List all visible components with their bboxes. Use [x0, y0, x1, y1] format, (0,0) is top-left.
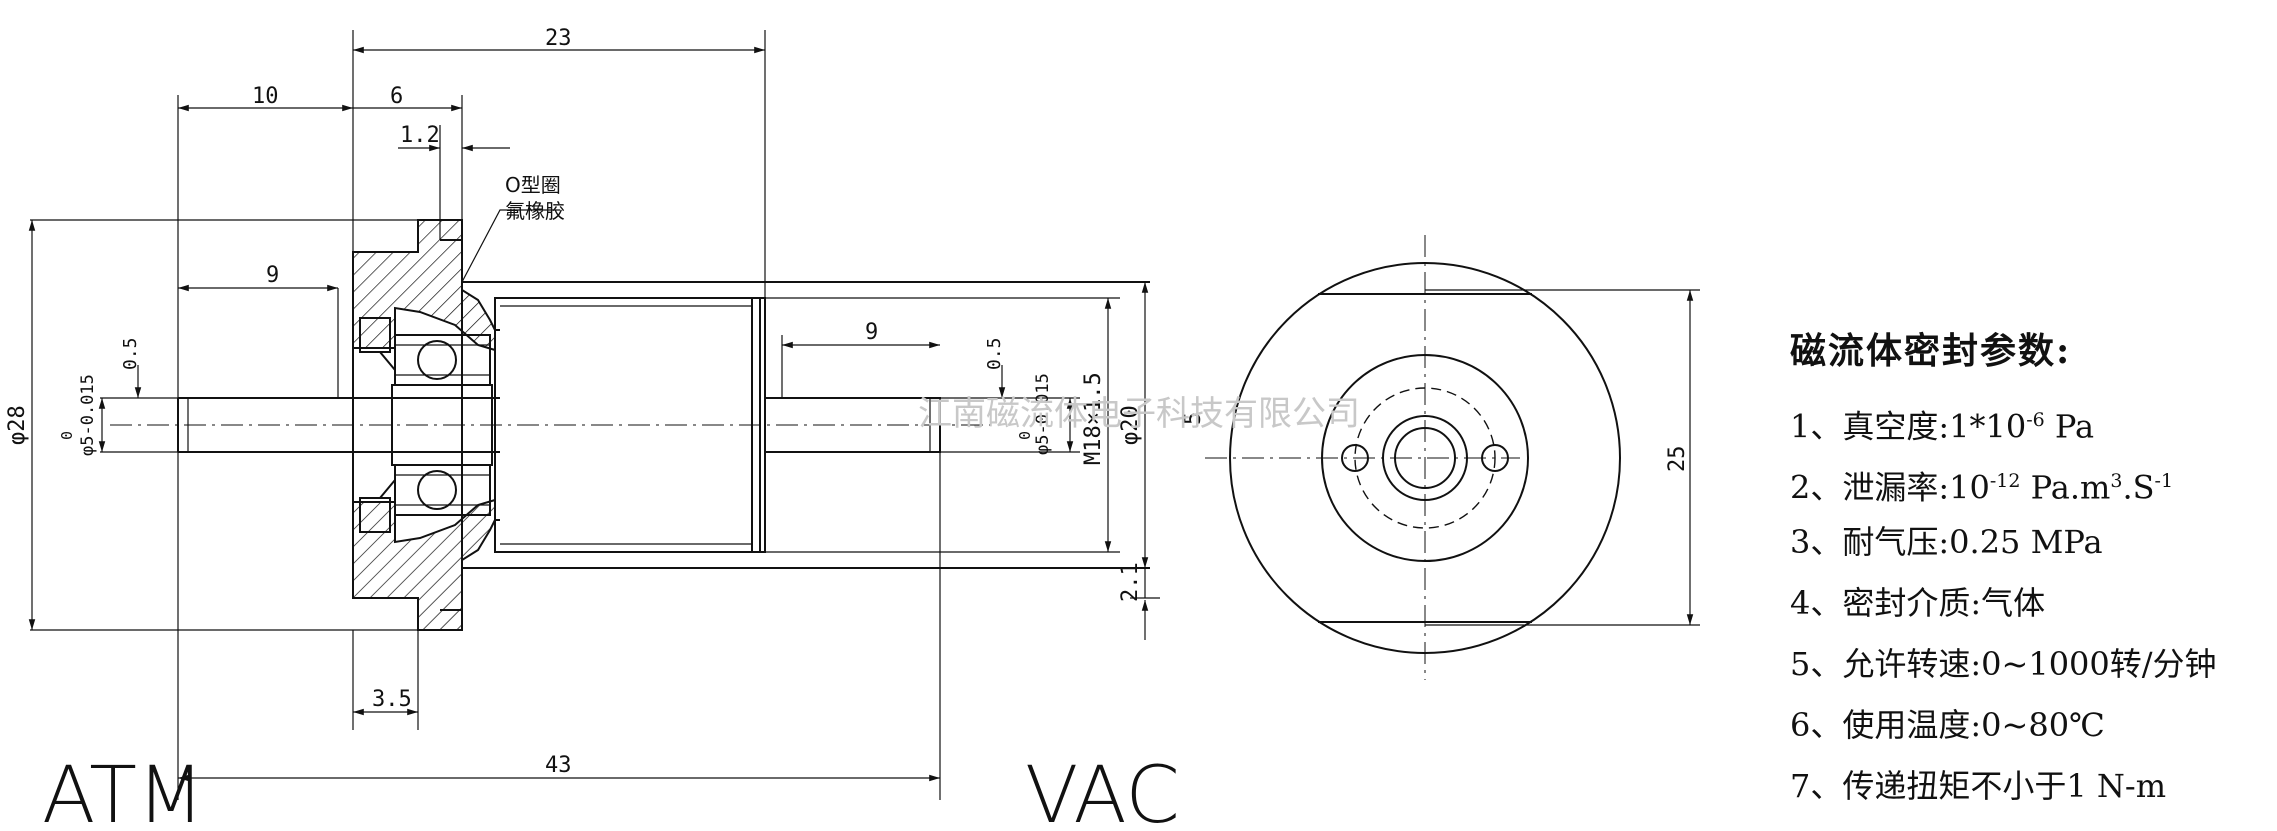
threaded-sleeve [494, 297, 766, 553]
oring-label: O型圈 [505, 173, 561, 197]
pole-piece-lower [359, 497, 391, 533]
bearing-upper [394, 334, 491, 386]
end-mark: 5 [1181, 412, 1206, 425]
magnet-ring [391, 384, 493, 466]
param-line-speed: 5、允许转速:0~1000转/分钟 [1790, 645, 2217, 683]
pole-piece-upper [359, 317, 391, 353]
housing-left-hatched-lower [352, 498, 496, 631]
param-line-pressure: 3、耐气压:0.25 MPa [1790, 523, 2103, 561]
dim-9-right: 9 [865, 320, 878, 345]
flange-circle [1229, 262, 1621, 654]
dim-phi28: φ28 [5, 405, 30, 445]
fluoro-label: 氟橡胶 [505, 199, 565, 223]
dim-2-1: 2.1 [1118, 562, 1143, 602]
dim-25: 25 [1665, 446, 1690, 473]
tol-zero-right: 0 [1016, 431, 1034, 440]
watermark: 江南磁流体电子科技有限公司 [918, 394, 1360, 434]
end-view: 25 5 [1181, 235, 1700, 680]
dim-0-5-right: 0.5 [984, 337, 1005, 370]
dim-phi5-right: φ5-0.015 [1033, 373, 1053, 455]
oring-leader [461, 209, 560, 283]
dim-3-5: 3.5 [372, 687, 412, 712]
seal-parameters-panel: 磁流体密封参数: 1、真空度:1*10-6 Pa 2、泄漏率:10-12 Pa.… [1790, 322, 2270, 817]
vac-label: VAC [1025, 751, 1180, 831]
param-line-torque: 7、传递扭矩不小于1 N-m [1790, 767, 2167, 805]
dim-43: 43 [545, 753, 572, 778]
bearing-lower [394, 464, 491, 516]
bore-circle [1382, 415, 1468, 501]
left-shaft [177, 397, 345, 453]
dim-phi5-left: φ5-0.015 [78, 374, 98, 456]
param-line-leak-rate: 2、泄漏率:10-12 Pa.m3.S-1 [1790, 468, 2174, 507]
atm-label: ATM [42, 751, 204, 831]
bolt-circle [1354, 387, 1496, 529]
dim-9-left: 9 [266, 263, 279, 288]
dim-10: 10 [252, 84, 279, 109]
dim-1-2: 1.2 [400, 123, 440, 148]
side-view: O型圈 氟橡胶 23 10 6 1.2 9 9 φ28 φ5-0.01 [5, 26, 1180, 831]
shaft-end-circle [1394, 427, 1456, 489]
bolt-hole-left [1341, 444, 1369, 472]
dim-m18: M18×1.5 [1081, 372, 1106, 465]
param-line-vacuum: 1、真空度:1*10-6 Pa [1790, 407, 2095, 446]
dim-6: 6 [390, 84, 403, 109]
params-title: 磁流体密封参数: [1790, 330, 2072, 372]
housing-left-hatched [352, 219, 496, 352]
tol-zero-left: 0 [58, 431, 76, 440]
dim-23: 23 [545, 26, 572, 51]
sleeve-circle [1321, 354, 1529, 562]
technical-drawing: O型圈 氟橡胶 23 10 6 1.2 9 9 φ28 φ5-0.01 [5, 26, 1700, 831]
param-line-temperature: 6、使用温度:0~80℃ [1790, 706, 2105, 744]
param-line-medium: 4、密封介质:气体 [1790, 584, 2046, 622]
bolt-hole-right [1481, 444, 1509, 472]
dim-0-5-left: 0.5 [120, 337, 141, 370]
dim-phi20: φ20 [1118, 405, 1143, 445]
